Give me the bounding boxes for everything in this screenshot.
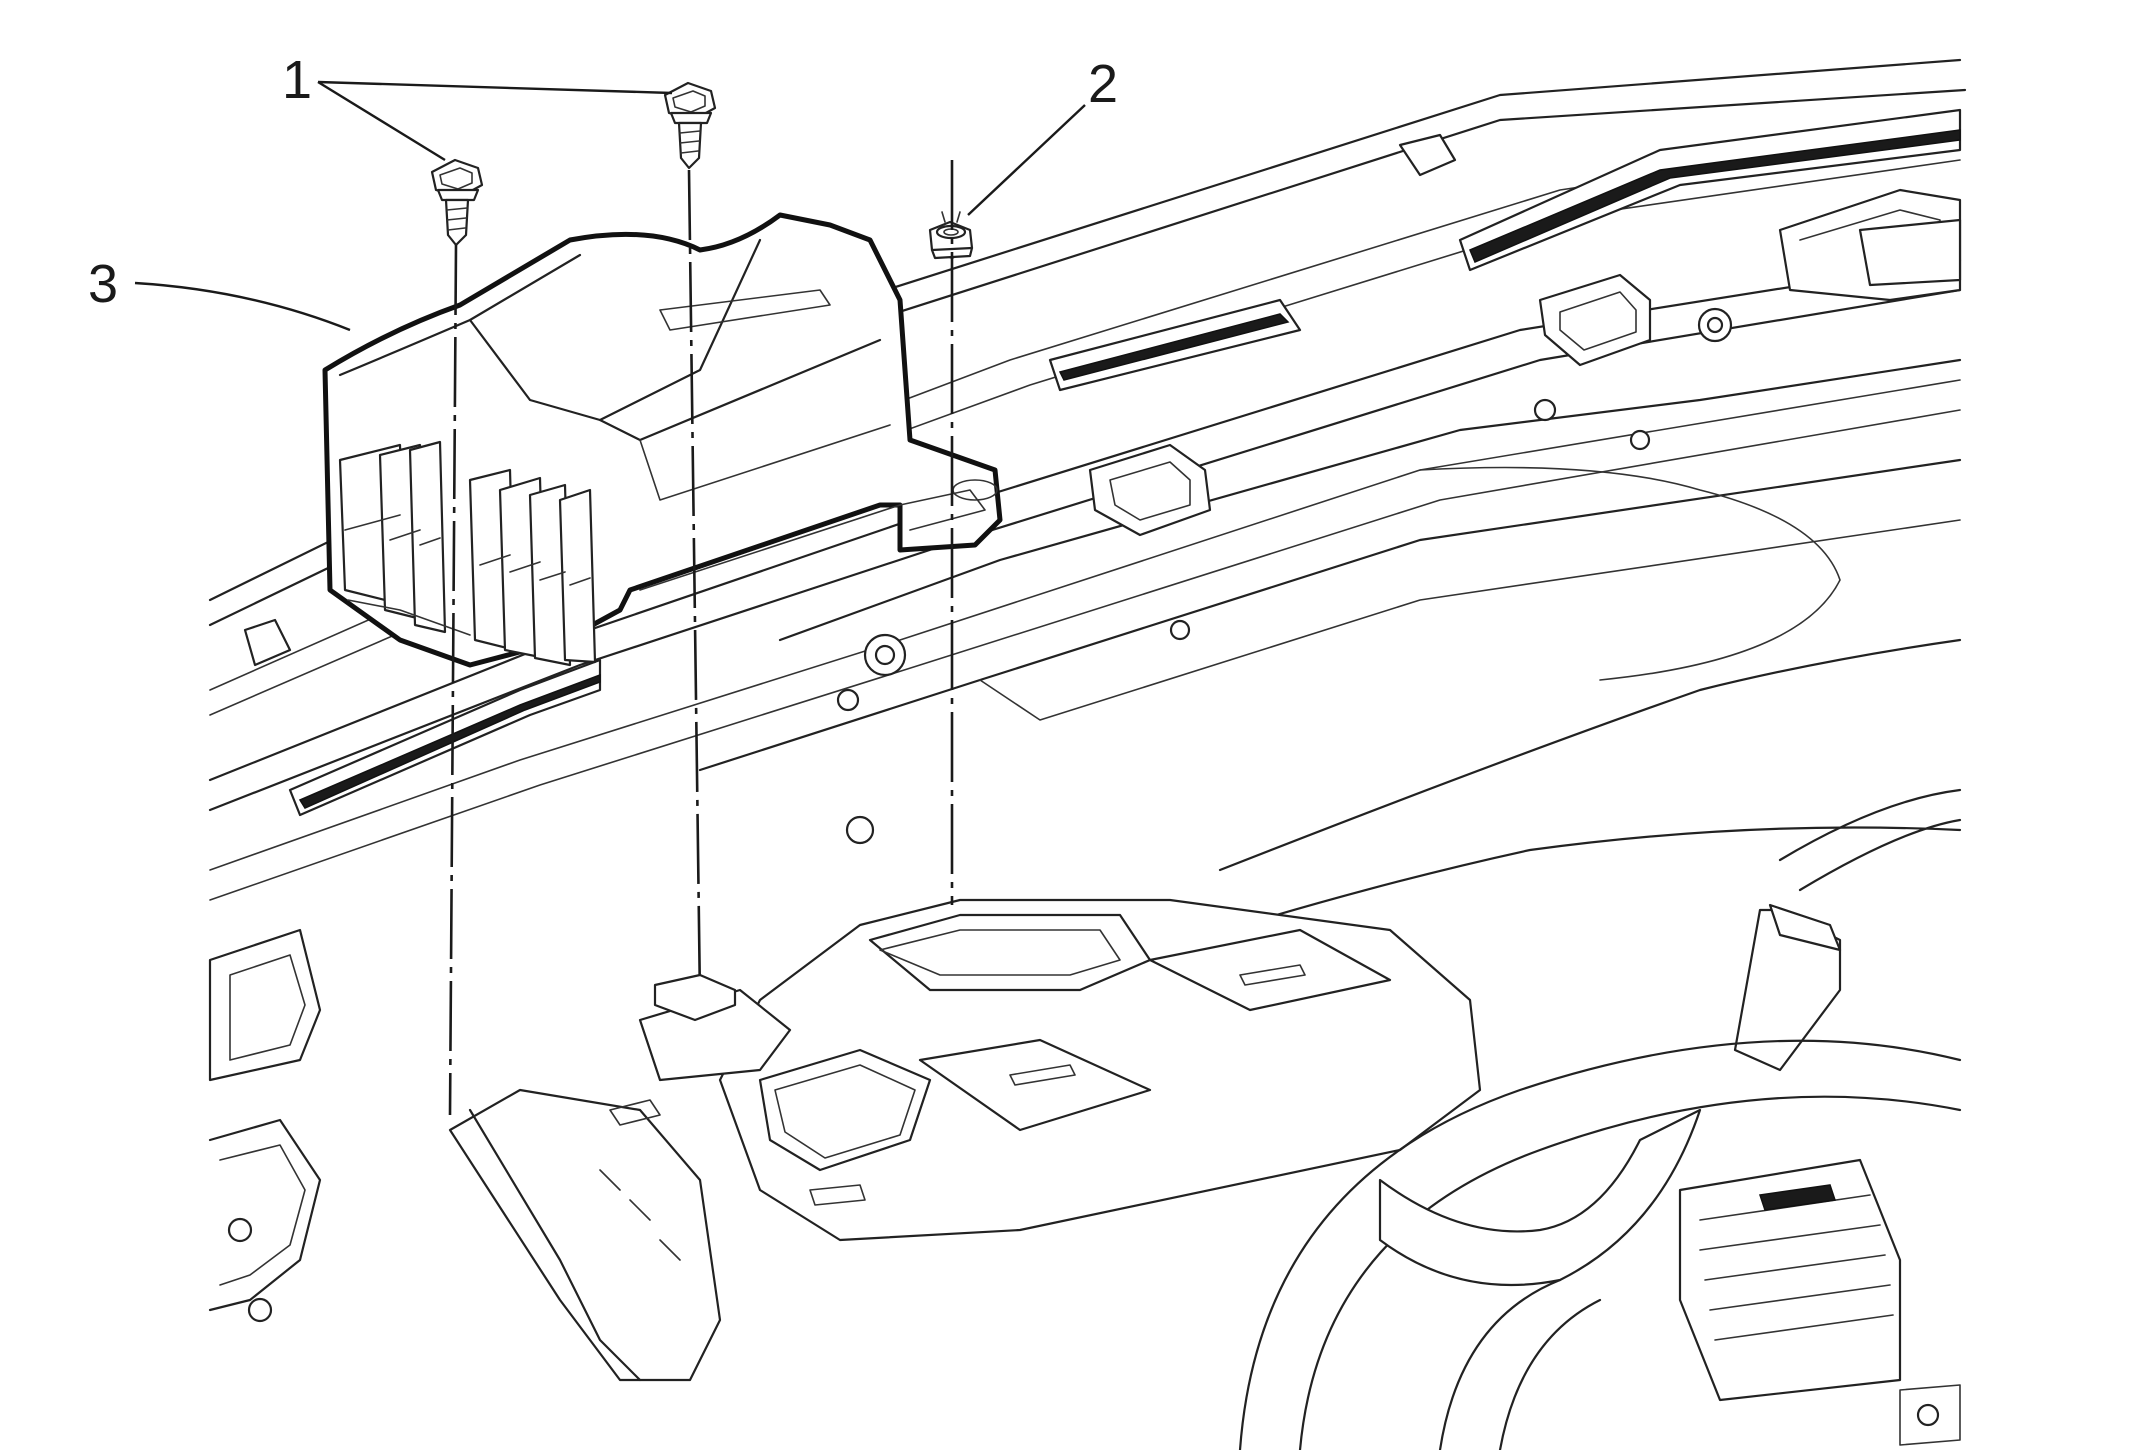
leader-lines bbox=[134, 80, 1086, 332]
callout-label-1: 1 bbox=[282, 50, 312, 110]
bolt-part-right bbox=[663, 81, 717, 170]
cover-part bbox=[322, 212, 1003, 668]
vehicle-background-structure bbox=[208, 58, 1967, 1450]
callout-label-2: 2 bbox=[1088, 54, 1118, 114]
cover-connector-fins bbox=[338, 440, 597, 667]
callout-labels: 1 2 3 bbox=[88, 50, 1118, 314]
callout-label-3: 3 bbox=[88, 254, 118, 314]
installation-guide-lines bbox=[448, 160, 954, 1116]
bolt-part-left bbox=[430, 158, 484, 247]
